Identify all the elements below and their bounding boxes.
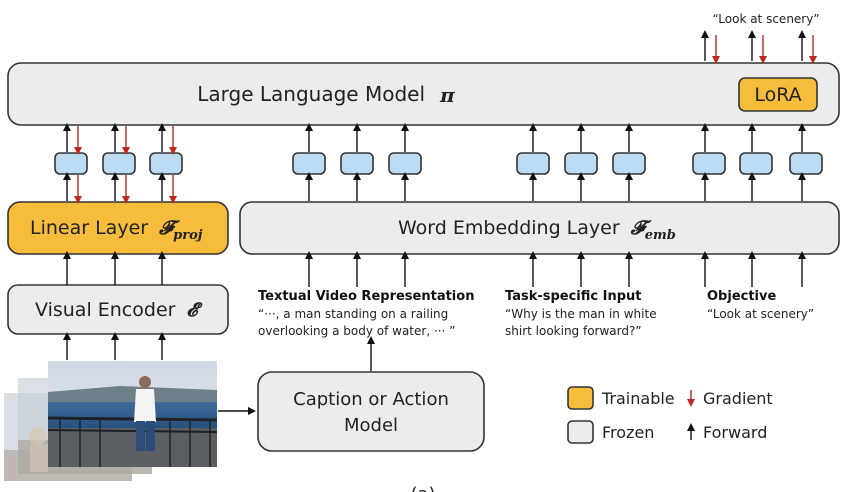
task-token	[564, 152, 598, 175]
legend-frozen-label: Frozen	[602, 423, 654, 442]
objective-heading: Objective	[707, 289, 776, 304]
embedding-layer-box	[239, 201, 840, 255]
objective-token	[692, 152, 726, 175]
task-heading: Task-specific Input	[505, 289, 642, 304]
embedding-layer-label: Word Embedding Layer	[398, 217, 620, 239]
visual-token	[149, 152, 183, 175]
llm-box	[7, 62, 840, 126]
legend-frozen-swatch	[567, 420, 594, 444]
visual-token	[54, 152, 88, 175]
lora-box	[738, 77, 818, 112]
legend-gradient-label: Gradient	[703, 389, 773, 408]
textual-token	[340, 152, 374, 175]
llm-label: Large Language Model	[197, 82, 425, 106]
textual-line2: overlooking a body of water, ··· ”	[258, 324, 455, 338]
visual-encoder-label: Visual Encoder	[35, 299, 176, 321]
output-text: “Look at scenery”	[712, 12, 819, 26]
task-line2: shirt looking forward?”	[505, 324, 642, 338]
objective-token	[739, 152, 773, 175]
textual-token	[292, 152, 326, 175]
llm-symbol: π	[439, 83, 455, 107]
arrow-set	[63, 30, 817, 371]
textual-token	[388, 152, 422, 175]
task-line1: “Why is the man in white	[505, 307, 657, 321]
linear-layer-label: Linear Layer	[30, 217, 148, 239]
visual-token	[102, 152, 136, 175]
linear-layer-subscript: proj	[173, 228, 203, 243]
caption-model-line2: Model	[344, 415, 398, 436]
legend-trainable-swatch	[567, 386, 594, 410]
legend-forward-label: Forward	[703, 423, 767, 442]
task-token	[612, 152, 646, 175]
textual-heading: Textual Video Representation	[258, 289, 474, 304]
embedding-layer-subscript: emb	[645, 228, 676, 243]
task-token	[516, 152, 550, 175]
embedding-layer-text: Word Embedding Layer 𝓕emb	[398, 217, 676, 243]
caption-model-line1: Caption or Action	[293, 389, 449, 410]
visual-encoder-text: Visual Encoder 𝓔	[35, 299, 204, 321]
legend-trainable-label: Trainable	[601, 389, 675, 408]
objective-token	[789, 152, 823, 175]
figure-caption: (a)	[410, 484, 435, 492]
textual-line1: “···, a man standing on a railing	[258, 307, 448, 321]
objective-text: “Look at scenery”	[707, 307, 814, 321]
token-groups	[54, 152, 823, 175]
caption-model-box	[257, 371, 485, 452]
linear-layer-text: Linear Layer 𝓕proj	[30, 217, 203, 243]
lora-label: LoRA	[754, 84, 801, 106]
video-frames-image	[4, 361, 218, 481]
